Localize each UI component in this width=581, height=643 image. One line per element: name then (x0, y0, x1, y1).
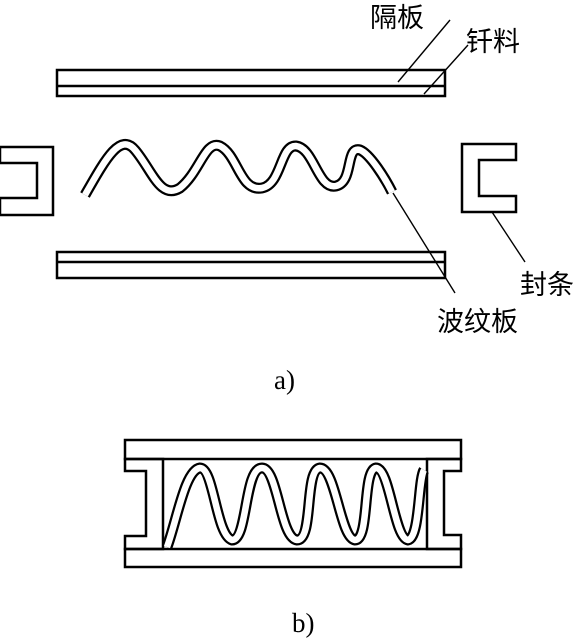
label-filler-metal: 钎料 (466, 27, 520, 58)
label-sealing-strip: 封条 (520, 270, 574, 301)
label-separator-plate: 隔板 (370, 3, 424, 34)
assembled-left-sealing-strip (123, 457, 165, 551)
leader-filler-metal (423, 44, 469, 95)
corrugated-plate-b (161, 462, 430, 549)
exploded-view-a: 隔板 钎料 封条 波纹板 a) (0, 3, 574, 395)
left-sealing-strip (0, 145, 55, 217)
caption-a: a) (274, 365, 295, 395)
assembled-top-plate (123, 438, 463, 461)
leader-corrugated-plate (392, 192, 456, 294)
leader-sealing-strip (491, 211, 526, 263)
top-separator-plate (55, 68, 447, 98)
corrugated-plate-a (80, 138, 397, 198)
assembled-bottom-plate (123, 547, 463, 569)
leader-separator-plate (397, 19, 451, 83)
bottom-separator-plate (55, 250, 447, 280)
right-sealing-strip (460, 142, 518, 214)
label-corrugated-plate: 波纹板 (437, 307, 518, 338)
assembled-right-sealing-strip (425, 457, 463, 551)
caption-b: b) (292, 608, 315, 638)
assembled-view-b: b) (123, 438, 463, 638)
